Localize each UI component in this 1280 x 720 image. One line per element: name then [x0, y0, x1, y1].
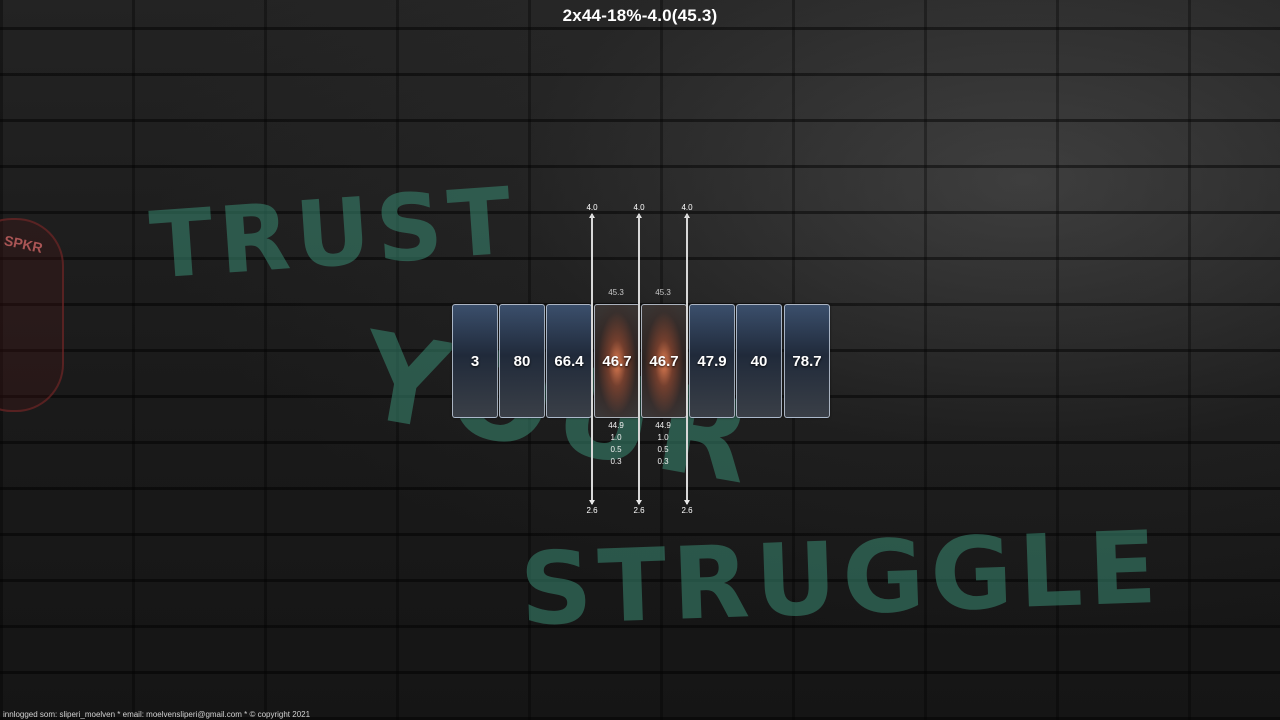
- stat-value: 1.0: [610, 433, 622, 442]
- card-5[interactable]: 46.7: [641, 304, 687, 418]
- card-6[interactable]: 47.9: [689, 304, 735, 418]
- card-7[interactable]: 40: [736, 304, 782, 418]
- card-1[interactable]: 3: [452, 304, 498, 418]
- slider-max-label: 4.0: [633, 203, 645, 212]
- slider-min-label: 2.6: [586, 506, 598, 515]
- card-value: 40: [750, 352, 768, 370]
- stat-value: 0.3: [610, 457, 622, 466]
- card-value: 66.4: [554, 352, 584, 370]
- page-title: 2x44-18%-4.0(45.3): [562, 6, 718, 25]
- slider-track[interactable]: [638, 214, 640, 504]
- card-2[interactable]: 80: [499, 304, 545, 418]
- stat-value: 1.0: [657, 433, 669, 442]
- range-slider-2[interactable]: 4.0 2.6: [631, 203, 647, 517]
- footer-copyright: innlogged som: sliperi_moelven * email: …: [3, 710, 311, 719]
- stat-value: 44.9: [608, 421, 624, 430]
- stat-value: 0.3: [657, 457, 669, 466]
- slider-min-label: 2.6: [681, 506, 693, 515]
- stat-value: 0.5: [657, 445, 669, 454]
- card-5-above-value: 45.3: [655, 288, 671, 297]
- card-4-stats: 44.9 1.0 0.5 0.3: [594, 420, 638, 468]
- card-8[interactable]: 78.7: [784, 304, 830, 418]
- card-value: 46.7: [649, 352, 679, 370]
- slider-track[interactable]: [591, 214, 593, 504]
- card-value: 46.7: [602, 352, 632, 370]
- slider-max-label: 4.0: [586, 203, 598, 212]
- slider-bottom-handle[interactable]: [636, 500, 642, 505]
- card-4-above-value: 45.3: [608, 288, 624, 297]
- slider-min-label: 2.6: [633, 506, 645, 515]
- slider-bottom-handle[interactable]: [684, 500, 690, 505]
- range-slider-3[interactable]: 4.0 2.6: [679, 203, 695, 517]
- card-value: 3: [470, 352, 480, 370]
- slider-max-label: 4.0: [681, 203, 693, 212]
- stat-value: 44.9: [655, 421, 671, 430]
- card-value: 80: [513, 352, 531, 370]
- card-5-stats: 44.9 1.0 0.5 0.3: [641, 420, 685, 468]
- range-slider-1[interactable]: 4.0 2.6: [584, 203, 600, 517]
- card-value: 47.9: [697, 352, 727, 370]
- slider-bottom-handle[interactable]: [589, 500, 595, 505]
- stat-value: 0.5: [610, 445, 622, 454]
- card-4[interactable]: 46.7: [594, 304, 640, 418]
- slider-track[interactable]: [686, 214, 688, 504]
- card-value: 78.7: [792, 352, 822, 370]
